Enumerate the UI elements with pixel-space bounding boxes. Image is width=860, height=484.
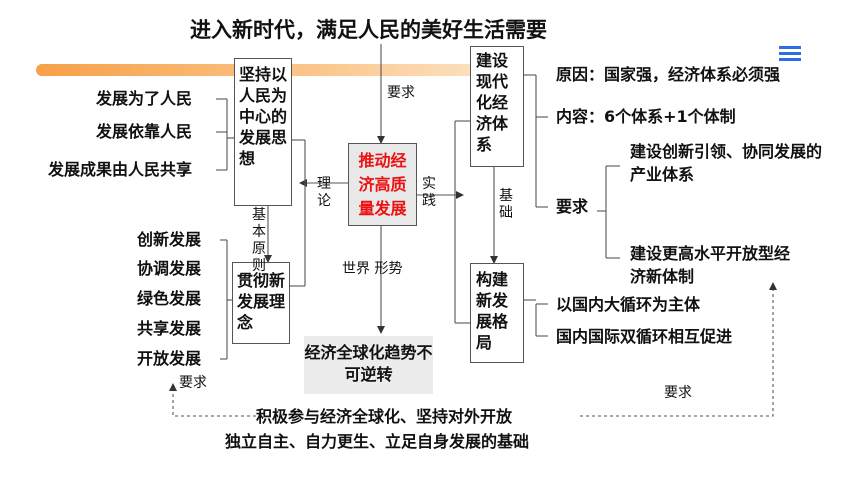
- requirement-label: 要求: [556, 197, 589, 216]
- label-theory: 理论: [317, 176, 331, 209]
- label-world-situation: 世界 形势: [342, 261, 403, 277]
- globalization-box: 经济全球化趋势不可逆转: [304, 336, 433, 394]
- label-basic-principle-a: 基本原则: [252, 207, 268, 274]
- pattern-item-1: 以国内大循环为主体: [556, 295, 701, 314]
- bottom-line-2: 独立自主、自力更生、立足自身发展的基础: [225, 432, 530, 451]
- people-center-box: 坚持以人民为中心的发展思想: [234, 58, 292, 206]
- requirement-2: 建设更高水平开放型经济新体制: [630, 244, 791, 286]
- requirement-1: 建设创新引领、协同发展的产业体系: [630, 142, 823, 184]
- people-item-1: 发展为了人民: [96, 89, 193, 108]
- label-right-demand: 要求: [664, 385, 692, 401]
- bottom-line-1: 积极参与经济全球化、坚持对外开放: [256, 407, 513, 426]
- pattern-item-2: 国内国际双循环相互促进: [556, 327, 733, 346]
- reason-text: 原因：国家强，经济体系必须强: [556, 65, 781, 84]
- people-item-3: 发展成果由人民共享: [48, 160, 193, 179]
- label-demand: 要求: [387, 85, 415, 101]
- concept-item-4: 共享发展: [137, 319, 202, 338]
- label-practice: 实践: [422, 176, 436, 209]
- content-text: 内容：6个体系+1个体制: [556, 107, 736, 126]
- new-pattern-box: 构建新发展格局: [470, 263, 524, 363]
- modern-economy-box: 建设现代化经济体系: [470, 46, 524, 167]
- label-foundation: 基础: [499, 188, 513, 221]
- label-left-demand: 要求: [179, 375, 207, 391]
- menu-icon[interactable]: [779, 46, 801, 62]
- concept-item-3: 绿色发展: [137, 289, 202, 308]
- people-item-2: 发展依靠人民: [96, 122, 193, 141]
- core-box: 推动经济高质量发展: [348, 143, 417, 226]
- concept-item-5: 开放发展: [137, 349, 202, 368]
- page-title: 进入新时代，满足人民的美好生活需要: [190, 18, 547, 42]
- concept-item-1: 创新发展: [137, 230, 202, 249]
- concept-item-2: 协调发展: [137, 259, 202, 278]
- new-concept-box: 贯彻新发展理念: [232, 262, 290, 344]
